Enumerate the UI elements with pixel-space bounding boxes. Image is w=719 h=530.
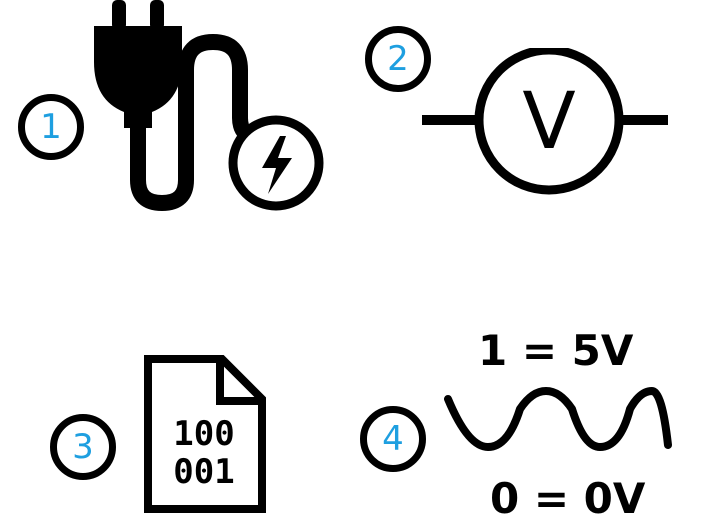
signal-low-label: 0 = 0V	[490, 474, 646, 523]
binary-line-1: 100	[173, 414, 234, 454]
binary-file-icon: 100 001	[144, 355, 266, 513]
binary-line-2: 001	[173, 452, 234, 492]
step-number-1: 1	[40, 107, 62, 147]
step-badge-4: 4	[360, 406, 426, 472]
step-badge-1: 1	[18, 94, 84, 160]
voltmeter-symbol: V	[522, 77, 575, 167]
step-number-4: 4	[382, 419, 404, 459]
sine-wave-icon	[444, 387, 672, 451]
signal-high-label: 1 = 5V	[478, 326, 634, 375]
power-plug-icon	[94, 0, 324, 212]
step-number-2: 2	[387, 39, 409, 79]
voltmeter-icon: V	[422, 48, 668, 195]
step-badge-3: 3	[50, 414, 116, 480]
step-badge-2: 2	[365, 26, 431, 92]
step-number-3: 3	[72, 427, 94, 467]
